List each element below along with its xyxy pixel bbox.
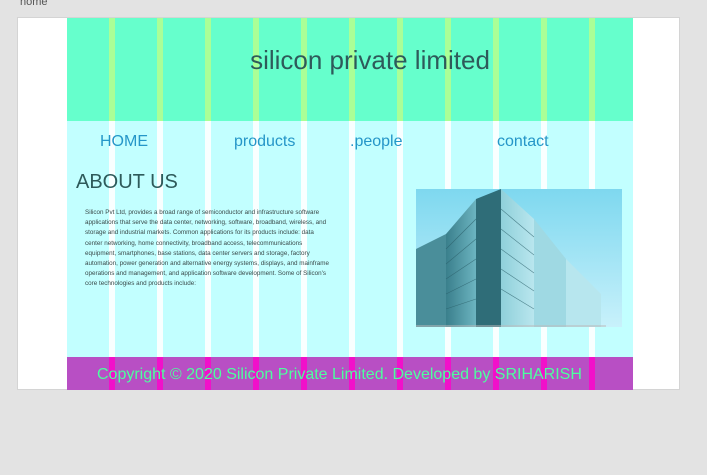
building-photo [416, 189, 622, 327]
about-paragraph: Silicon Pvt Ltd, provides a broad range … [85, 209, 329, 288]
about-heading: ABOUT US [76, 171, 178, 193]
nav-products-link[interactable]: products [234, 133, 296, 150]
nav-home-link[interactable]: HOME [100, 133, 148, 150]
site-container: silicon private limited HOME products .p… [67, 18, 633, 390]
nav-contact-link[interactable]: contact [497, 133, 549, 150]
nav-people-link[interactable]: .people [350, 133, 403, 150]
footer-copyright: Copyright © 2020 Silicon Private Limited… [97, 366, 582, 383]
browser-tab-title: home [20, 0, 48, 8]
page-viewport: silicon private limited HOME products .p… [17, 17, 680, 390]
site-title: silicon private limited [250, 45, 490, 75]
